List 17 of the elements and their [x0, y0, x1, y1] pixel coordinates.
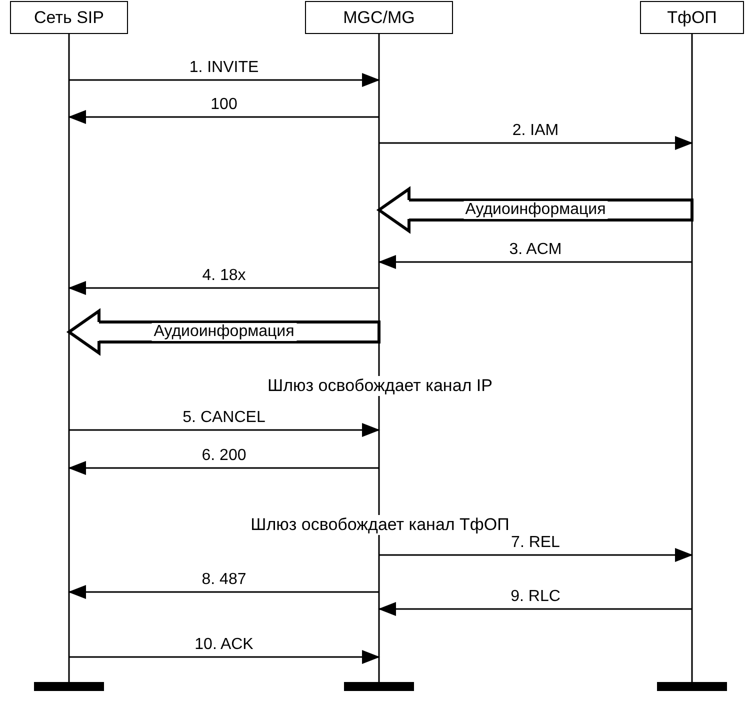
participant-name: ТфОП [667, 8, 717, 28]
message-arrow [69, 650, 380, 664]
message-label: Аудиоинформация [152, 323, 296, 341]
participant-name: Сеть SIP [34, 8, 104, 28]
message-label: Аудиоинформация [463, 201, 608, 219]
message-arrow [68, 281, 379, 295]
message-arrow [69, 73, 380, 87]
message-arrow [69, 423, 380, 437]
message-arrow [68, 110, 379, 124]
note-text: Шлюз освобождает канал IP [266, 376, 494, 396]
message-arrow [379, 136, 693, 150]
message-arrow [379, 548, 693, 562]
message-arrow [68, 461, 379, 475]
message-arrow [378, 602, 692, 616]
participant-name: MGC/MG [343, 8, 415, 28]
message-arrow [378, 255, 692, 269]
message-arrow [68, 585, 379, 599]
